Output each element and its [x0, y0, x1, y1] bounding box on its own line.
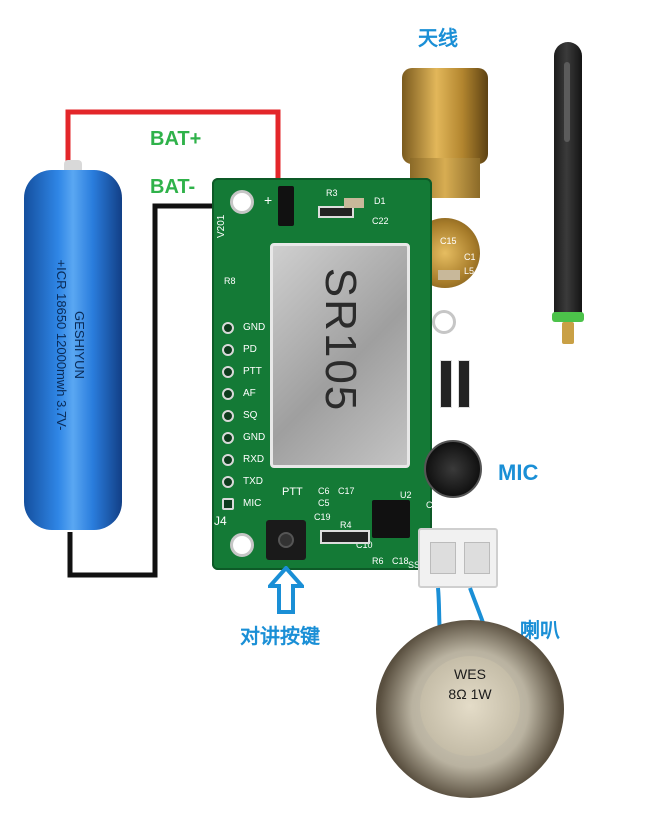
smd-part [318, 206, 354, 218]
component-label: R6 [372, 556, 384, 566]
pin-hole [222, 476, 234, 488]
component-label: C5 [318, 498, 330, 508]
plus-mark: + [264, 192, 273, 208]
battery-header [278, 186, 294, 226]
speaker [376, 620, 564, 798]
pin-hole [222, 432, 234, 444]
speaker-brand: WES [454, 666, 486, 682]
black-wire [67, 203, 288, 578]
microphone [424, 440, 482, 498]
pin-hole [222, 366, 234, 378]
component-label: R3 [326, 188, 338, 198]
component-label: SS [408, 560, 421, 570]
battery [24, 160, 122, 532]
smd-part [458, 360, 470, 408]
ptt-button-label: 对讲按键 [240, 626, 320, 648]
pin-label: PTT [243, 366, 262, 377]
component-label: C21 [426, 500, 443, 510]
connector-label: J4 [214, 514, 227, 528]
component-label: C18 [392, 556, 409, 566]
pin-hole [222, 344, 234, 356]
pin-label: PD [243, 344, 257, 355]
mount-hole [432, 310, 456, 334]
pin-hole [222, 322, 234, 334]
pin-hole [222, 388, 234, 400]
pin-label: GND [243, 322, 266, 333]
component-label: L5 [464, 266, 475, 276]
smd-part [320, 530, 370, 544]
component-label: R8 [224, 276, 236, 286]
pin-label: RXD [243, 454, 265, 465]
component-label: C17 [338, 486, 355, 496]
mic-label: MIC [498, 460, 539, 485]
pin-label: GND [243, 432, 266, 443]
pin-hole [222, 498, 234, 510]
smd-part [440, 360, 452, 408]
pin-label: AF [243, 388, 256, 399]
speaker-label: 喇叭 [520, 620, 560, 642]
ic-chip [372, 500, 410, 538]
component-label: C6 [318, 486, 330, 496]
pin-label: SQ [243, 410, 258, 421]
component-label: C22 [372, 216, 389, 226]
red-wire [65, 109, 281, 192]
antenna [544, 42, 592, 344]
speaker-connector [418, 528, 498, 588]
component-label: C1 [464, 252, 476, 262]
component-label: C19 [314, 512, 331, 522]
component-label: R4 [340, 520, 352, 530]
antenna-label: 天线 [418, 28, 458, 50]
component-label: C15 [440, 236, 457, 246]
arrow-up-icon [268, 566, 304, 614]
pin-label: MIC [243, 498, 262, 509]
smd-part [438, 270, 460, 280]
battery-body [24, 170, 122, 530]
component-label: D1 [374, 196, 386, 206]
speaker-spec: 8Ω 1W [448, 686, 492, 702]
ptt-button[interactable] [266, 520, 306, 560]
component-label: C10 [356, 540, 373, 550]
mount-hole [230, 533, 254, 557]
pin-label: TXD [243, 476, 263, 487]
mount-hole [230, 190, 254, 214]
smd-part [344, 198, 364, 208]
bat-minus-label: BAT- [150, 176, 196, 198]
ptt-silk: PTT [282, 486, 303, 498]
bat-plus-label: BAT+ [150, 128, 202, 150]
component-label: U2 [400, 490, 412, 500]
pin-hole [222, 454, 234, 466]
pin-hole [222, 410, 234, 422]
rf-module [270, 243, 410, 468]
